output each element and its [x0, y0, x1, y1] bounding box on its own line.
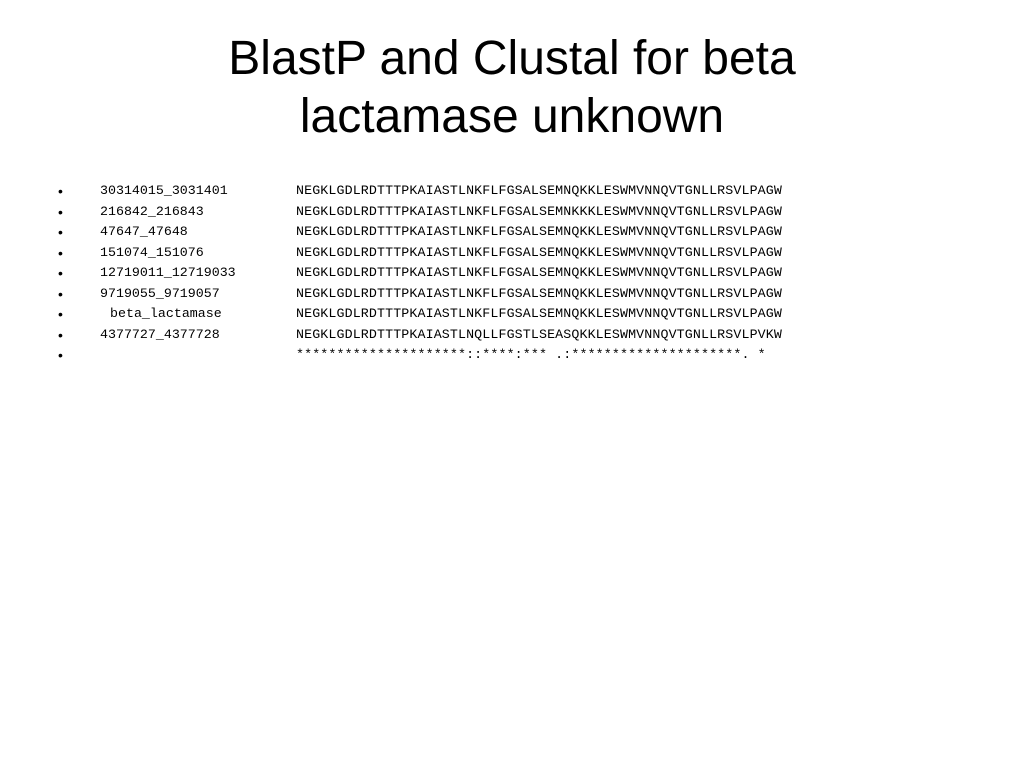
sequence-residues: NEGKLGDLRDTTTPKAIASTLNKFLFGSALSEMNQKKLES… [296, 265, 782, 280]
sequence-id: 4377727_4377728 [100, 326, 220, 342]
sequence-id: 216842_216843 [100, 203, 204, 219]
alignment-row: • 47647_47648 NEGKLGDLRDTTTPKAIASTLNKFLF… [58, 222, 782, 243]
sequence-id: 151074_151076 [100, 244, 204, 260]
bullet-icon: • [58, 306, 63, 322]
sequence-residues: NEGKLGDLRDTTTPKAIASTLNKFLFGSALSEMNQKKLES… [296, 244, 782, 260]
sequence-residues: NEGKLGDLRDTTTPKAIASTLNKFLFGSALSEMNQKKLES… [296, 285, 782, 301]
alignment-row: • beta_lactamase NEGKLGDLRDTTTPKAIASTLNK… [58, 304, 782, 325]
consensus-line: *********************::****:*** .:******… [296, 347, 766, 362]
slide-title-line-1: BlastP and Clustal for beta [228, 32, 796, 85]
bullet-icon: • [58, 347, 63, 363]
alignment-row: • 30314015_3031401 NEGKLGDLRDTTTPKAIASTL… [58, 181, 782, 202]
sequence-residues: NEGKLGDLRDTTTPKAIASTLNQLLFGSTLSEASQKKLES… [296, 326, 782, 342]
sequence-residues: NEGKLGDLRDTTTPKAIASTLNKFLFGSALSEMNQKKLES… [296, 306, 782, 321]
bullet-icon: • [58, 265, 63, 281]
sequence-residues: NEGKLGDLRDTTTPKAIASTLNKFLFGSALSEMNQKKLES… [296, 224, 782, 239]
alignment-row: • 151074_151076 NEGKLGDLRDTTTPKAIASTLNKF… [58, 243, 782, 264]
sequence-id: 12719011_12719033 [100, 265, 236, 280]
slide-title-line-2: lactamase unknown [299, 90, 725, 143]
bullet-icon: • [58, 244, 63, 261]
bullet-icon: • [58, 224, 63, 240]
slide-title: BlastP and Clustal for beta lactamase un… [0, 30, 1024, 146]
sequence-id: 47647_47648 [100, 224, 188, 239]
sequence-id: 9719055_9719057 [100, 285, 220, 301]
consensus-row: • *********************::****:*** .:****… [58, 345, 766, 366]
bullet-icon: • [58, 326, 63, 343]
sequence-residues: NEGKLGDLRDTTTPKAIASTLNKFLFGSALSEMNQKKLES… [296, 183, 782, 198]
bullet-icon: • [58, 203, 63, 220]
sequence-residues: NEGKLGDLRDTTTPKAIASTLNKFLFGSALSEMNKKKLES… [296, 203, 782, 219]
alignment-row: • 216842_216843 NEGKLGDLRDTTTPKAIASTLNKF… [58, 202, 782, 223]
alignment-row: • 12719011_12719033 NEGKLGDLRDTTTPKAIAST… [58, 263, 782, 284]
sequence-id: beta_lactamase [110, 306, 222, 321]
alignment-row: • 9719055_9719057 NEGKLGDLRDTTTPKAIASTLN… [58, 284, 782, 305]
alignment-list: • 30314015_3031401 NEGKLGDLRDTTTPKAIASTL… [58, 181, 782, 366]
bullet-icon: • [58, 183, 63, 199]
bullet-icon: • [58, 285, 63, 302]
alignment-row: • 4377727_4377728 NEGKLGDLRDTTTPKAIASTLN… [58, 325, 782, 346]
sequence-id: 30314015_3031401 [100, 183, 228, 198]
